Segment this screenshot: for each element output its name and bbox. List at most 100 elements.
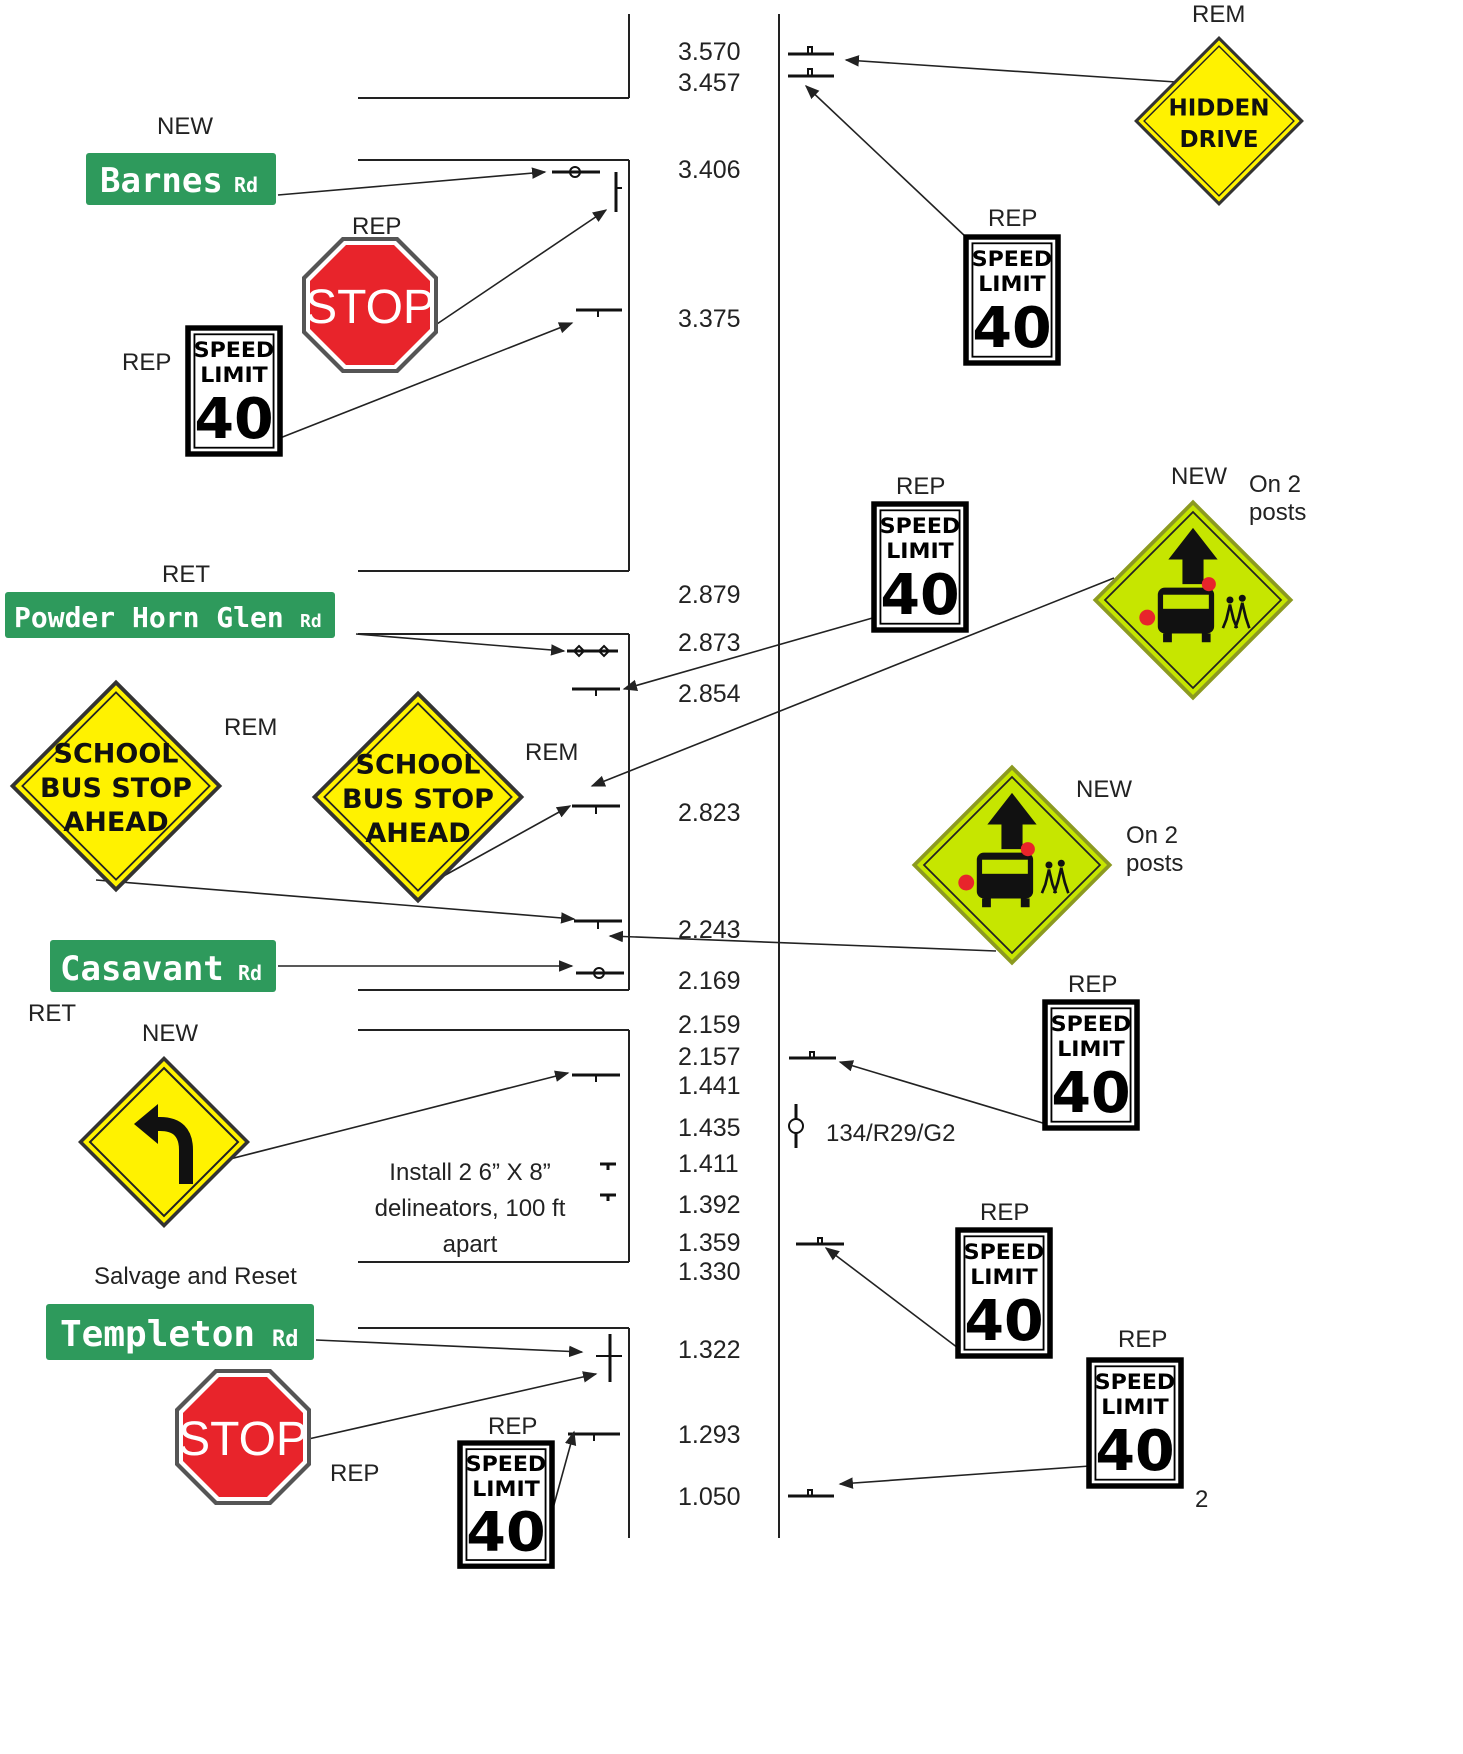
- milepost-label: 1.293: [678, 1421, 741, 1449]
- hidden-drive-line2: DRIVE: [1180, 127, 1259, 153]
- speed-limit-sign: SPEED LIMIT 40: [188, 328, 280, 454]
- status-label: RET: [162, 561, 210, 588]
- route-marker-post: [788, 1104, 804, 1148]
- pointer-arrow: [433, 209, 608, 327]
- pointer-arrow: [551, 1430, 577, 1513]
- street-name: Templeton: [60, 1314, 255, 1355]
- pointer-arrow: [95, 879, 576, 924]
- milepost-label: 3.406: [678, 156, 741, 184]
- school-line1: SCHOOL: [356, 750, 481, 781]
- milepost-label: 3.457: [678, 69, 741, 97]
- status-label: REP: [896, 473, 945, 500]
- left-curve-warning-sign: [78, 1056, 250, 1228]
- speed-line2: LIMIT: [886, 539, 954, 564]
- school-line2: BUS STOP: [342, 784, 494, 815]
- pointer-arrow: [439, 805, 572, 879]
- casavant-street-sign: Casavant Rd: [50, 940, 276, 992]
- status-label: NEW: [1171, 463, 1227, 490]
- powder-horn-street-sign: Powder Horn Glen Rd: [5, 592, 335, 638]
- milepost-label: 2.157: [678, 1043, 741, 1071]
- speed-line1: SPEED: [964, 1240, 1045, 1265]
- pointer-arrow: [279, 322, 574, 439]
- speed-line1: SPEED: [466, 1453, 547, 1477]
- post-symbol: [572, 1073, 620, 1082]
- post-symbol: [576, 967, 624, 979]
- speed-value: 40: [964, 1289, 1043, 1353]
- speed-line1: SPEED: [194, 338, 275, 363]
- street-suffix: Rd: [300, 611, 322, 632]
- milepost-label: 1.322: [678, 1336, 741, 1364]
- route-marker-label: 134/R29/G2: [826, 1120, 955, 1147]
- milepost-label: 1.435: [678, 1114, 741, 1142]
- curve-arrow-icon: [134, 1104, 158, 1144]
- status-label: REP: [988, 205, 1037, 232]
- speed-line2: LIMIT: [970, 1265, 1038, 1290]
- note-text: posts: [1126, 850, 1183, 877]
- milepost-label: 1.411: [678, 1150, 739, 1178]
- pointer-arrow: [824, 1247, 959, 1349]
- status-label: REP: [122, 349, 171, 376]
- milepost-label: 1.441: [678, 1072, 741, 1100]
- status-label: RET: [28, 1000, 76, 1027]
- street-suffix: Rd: [234, 173, 258, 197]
- delineator-note: Install 2 6” X 8”: [389, 1159, 550, 1186]
- post-symbol: [614, 172, 622, 212]
- school-line3: AHEAD: [365, 818, 470, 849]
- status-label: REP: [1118, 1326, 1167, 1353]
- speed-value: 40: [972, 296, 1051, 360]
- note-text: On 2: [1126, 822, 1178, 849]
- hidden-drive-sign: HIDDEN DRIVE: [1133, 35, 1305, 207]
- speed-line1: SPEED: [880, 514, 961, 539]
- delineator-note: delineators, 100 ft: [375, 1195, 566, 1222]
- stop-sign: STOP: [175, 1369, 311, 1505]
- pointer-arrow: [315, 1339, 584, 1358]
- hidden-drive-line1: HIDDEN: [1168, 95, 1269, 121]
- milepost-label: 2.854: [678, 680, 741, 708]
- stop-sign: STOP: [302, 237, 438, 373]
- speed-line2: LIMIT: [1057, 1037, 1125, 1062]
- pointer-arrow: [844, 55, 1177, 83]
- speed-line2: LIMIT: [200, 363, 268, 388]
- status-label: REP: [330, 1460, 379, 1487]
- pointer-arrow: [804, 85, 968, 239]
- speed-limit-sign: SPEED LIMIT 40: [958, 1230, 1050, 1356]
- status-label: REM: [1192, 1, 1245, 28]
- page-number: 2: [1195, 1486, 1208, 1513]
- milepost-label: 1.330: [678, 1258, 741, 1286]
- speed-value: 40: [1095, 1419, 1174, 1483]
- status-label: REP: [488, 1413, 537, 1440]
- pointer-arrow: [225, 1070, 570, 1161]
- post-symbol: [576, 308, 622, 317]
- status-label: Salvage and Reset: [94, 1263, 297, 1290]
- status-label: NEW: [1076, 776, 1132, 803]
- post-symbol: [574, 919, 622, 929]
- milepost-label: 1.050: [678, 1483, 741, 1511]
- school-line3: AHEAD: [63, 807, 168, 838]
- post-symbol: [788, 68, 834, 78]
- stop-text: STOP: [305, 281, 435, 334]
- milepost-label: 2.823: [678, 799, 741, 827]
- milepost-label: 1.359: [678, 1229, 741, 1257]
- speed-limit-sign: SPEED LIMIT 40: [1089, 1360, 1181, 1486]
- delineator-post: [600, 1193, 616, 1201]
- post-symbol: [572, 687, 620, 696]
- pointer-arrow: [838, 1465, 1091, 1489]
- status-label: REP: [980, 1199, 1029, 1226]
- status-label: REP: [352, 213, 401, 240]
- street-name: Powder Horn Glen: [14, 601, 284, 634]
- post-symbol: [568, 1432, 620, 1441]
- speed-value: 40: [1051, 1061, 1130, 1125]
- milepost-label: 3.375: [678, 305, 741, 333]
- status-label: NEW: [157, 113, 213, 140]
- milepost-label: 3.570: [678, 38, 741, 66]
- speed-line2: LIMIT: [978, 272, 1046, 297]
- status-label: NEW: [142, 1020, 198, 1047]
- speed-line1: SPEED: [972, 247, 1053, 272]
- post-symbol: [788, 1489, 834, 1498]
- speed-line1: SPEED: [1095, 1370, 1176, 1395]
- milepost-label: 2.879: [678, 581, 741, 609]
- milepost-label: 1.392: [678, 1191, 741, 1219]
- post-symbol: [796, 1237, 844, 1246]
- school-bus-stop-ahead-sign: SCHOOL BUS STOP AHEAD: [8, 678, 224, 894]
